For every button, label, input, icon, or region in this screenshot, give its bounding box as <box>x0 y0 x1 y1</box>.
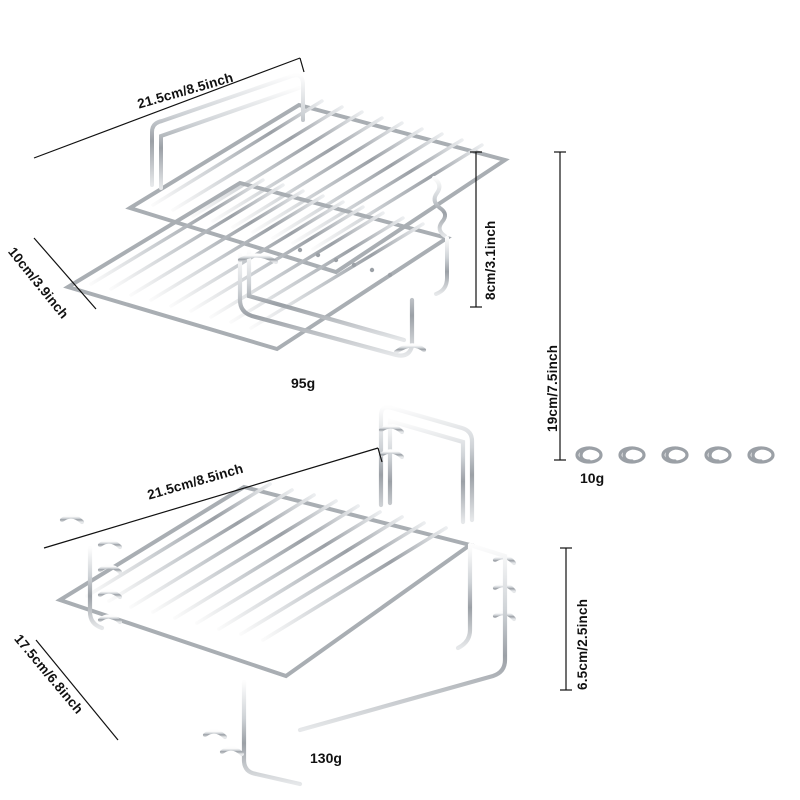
skewer-length-label: 19cm/7.5inch <box>545 344 560 432</box>
single-layer-rack-illustration <box>55 405 517 787</box>
skewer-weight-label: 10g <box>580 470 605 486</box>
top-rack-dimension-lines <box>33 57 482 310</box>
skewer-dimension-line <box>554 151 566 461</box>
bottom-rack-height-label: 6.5cm/2.5inch <box>575 598 590 690</box>
top-rack-weight-label: 95g <box>291 375 316 391</box>
top-rack-height-label: 8cm/3.1inch <box>483 220 498 301</box>
double-layer-rack-illustration <box>63 73 510 358</box>
bottom-rack-dimension-lines <box>35 447 572 741</box>
skewer-set-illustration <box>575 153 775 464</box>
bottom-rack-weight-label: 130g <box>310 750 342 766</box>
